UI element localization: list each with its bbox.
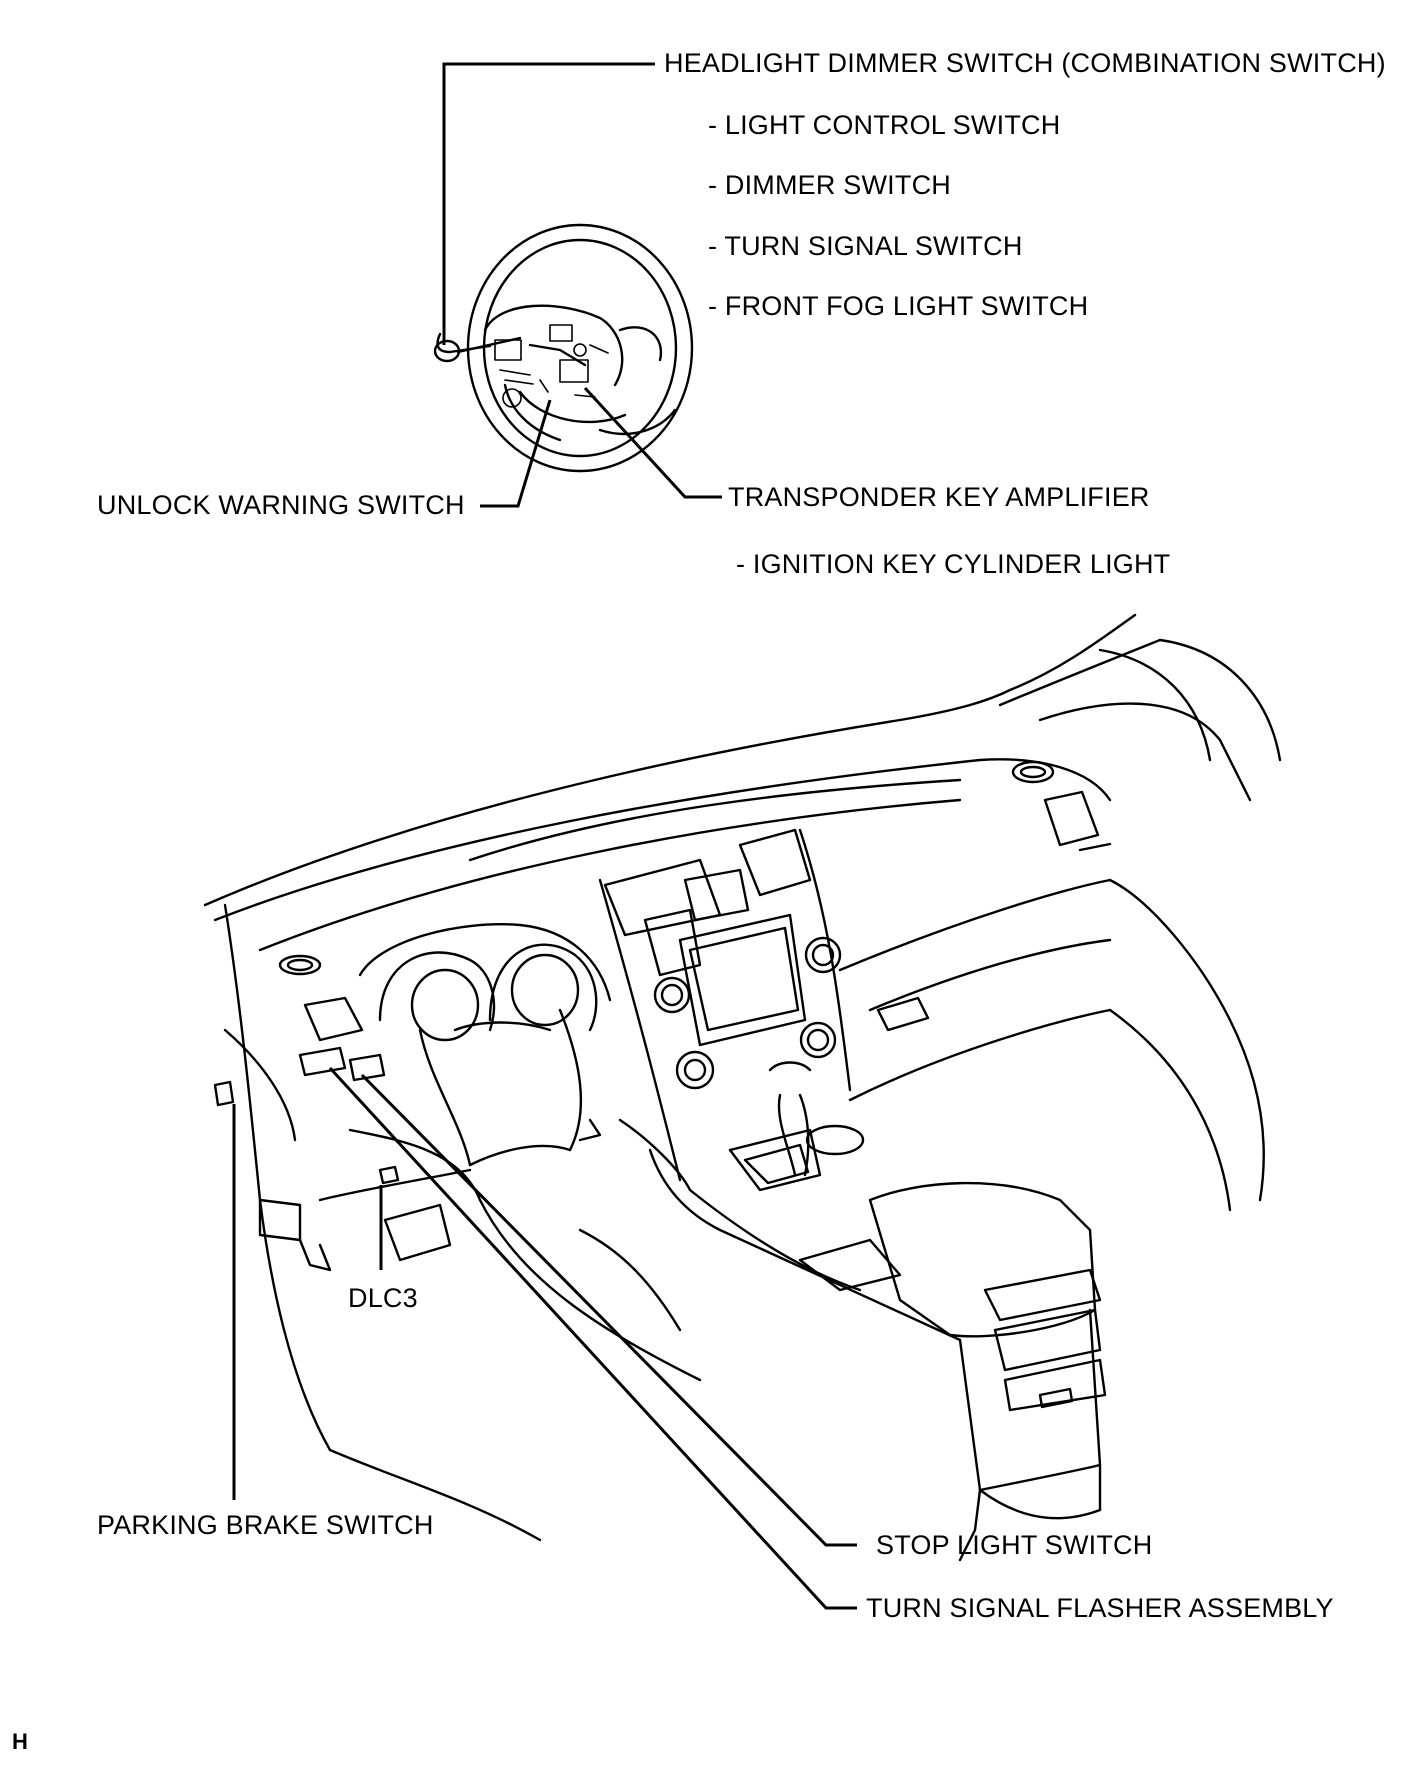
dlc3-label: DLC3 xyxy=(348,1283,418,1313)
headlight-dimmer-switch-label: HEADLIGHT DIMMER SWITCH (COMBINATION SWI… xyxy=(664,48,1386,78)
turn-signal-switch-label: - TURN SIGNAL SWITCH xyxy=(708,231,1023,261)
parking-brake-switch-label: PARKING BRAKE SWITCH xyxy=(97,1510,434,1540)
front-fog-light-switch-label: - FRONT FOG LIGHT SWITCH xyxy=(708,291,1089,321)
figure-code: H xyxy=(12,1729,29,1754)
instrument-panel-illustration xyxy=(203,613,1282,1562)
steering-wheel-illustration xyxy=(433,223,694,473)
stop-light-switch-label: STOP LIGHT SWITCH xyxy=(876,1530,1153,1560)
ignition-key-cylinder-light-label: - IGNITION KEY CYLINDER LIGHT xyxy=(736,549,1171,579)
light-control-switch-label: - LIGHT CONTROL SWITCH xyxy=(708,110,1061,140)
transponder-key-amplifier-label: TRANSPONDER KEY AMPLIFIER xyxy=(728,482,1150,512)
leader-lines xyxy=(232,62,857,1610)
dimmer-switch-label: - DIMMER SWITCH xyxy=(708,170,951,200)
unlock-warning-switch-label: UNLOCK WARNING SWITCH xyxy=(97,490,465,520)
turn-signal-flasher-assembly-label: TURN SIGNAL FLASHER ASSEMBLY xyxy=(866,1593,1334,1623)
